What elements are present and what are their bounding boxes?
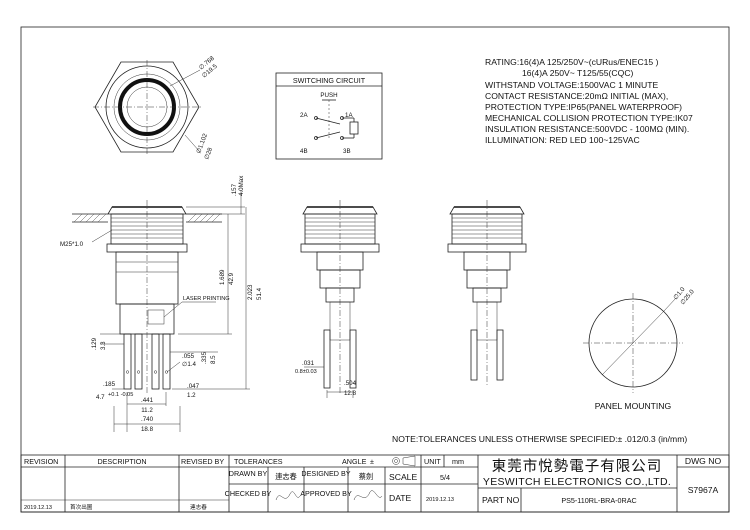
tb-description: DESCRIPTION: [97, 457, 146, 466]
circuit-4b: 4B: [300, 148, 308, 155]
front-view: M25*1.0 .157 4.0Max 1.689 42.9 2.023 51.…: [60, 175, 263, 433]
circuit-2a: 2A: [300, 112, 308, 119]
dim-t8: 4.7: [96, 394, 105, 401]
checked-signature: [275, 491, 301, 501]
laser-printing-label: LASER PRINTING: [183, 296, 230, 302]
spec-line-7: ILLUMINATION: RED LED 100~125VAC: [485, 135, 640, 145]
side-dim-s3: .504: [344, 380, 357, 387]
circuit-1a: 1A: [345, 112, 353, 119]
tb-revised-by: REVISED BY: [181, 457, 224, 466]
tb-unit-val: mm: [452, 457, 464, 466]
circuit-box: [275, 72, 383, 160]
contact-b: [315, 131, 341, 139]
leader-d3: [184, 134, 201, 153]
spec-line-3: CONTACT RESISTANCE:20mΩ INITIAL (MAX),: [485, 91, 668, 101]
tb-tolerances: TOLERANCES: [234, 457, 283, 466]
dim-w3: .740: [141, 416, 154, 423]
projection-symbol: [392, 457, 400, 465]
tb-designed-by: DESIGNED BY: [301, 469, 350, 478]
dim-h2: 4.0Max: [238, 175, 245, 196]
threaded-body: [110, 213, 184, 245]
dim-t3: .335: [201, 351, 208, 364]
tb-unit: UNIT: [424, 457, 441, 466]
dim-t6: ∅1.4: [182, 361, 197, 368]
tolerance-note: NOTE:TOLERANCES UNLESS OTHERWISE SPECIFI…: [392, 434, 687, 444]
tb-angle: ANGLE: [342, 457, 367, 466]
side-dim-s4: 12.8: [344, 390, 357, 397]
tb-revision: REVISION: [24, 457, 58, 466]
dim-w1: .441: [141, 397, 154, 404]
spec-line-0: RATING:16(4)A 125/250V~(cURus/ENEC15 ): [485, 57, 659, 67]
tb-drawn-name: 連志春: [275, 472, 297, 481]
tb-approved-by: APPROVED BY: [300, 489, 352, 498]
tb-date-val: 2019.12.13: [426, 497, 454, 503]
side-dim-s2: 0.8±0.03: [295, 369, 317, 375]
circuit-3b: 3B: [343, 148, 351, 155]
company-cn: 東莞市悅勢電子有限公司: [492, 458, 663, 475]
panel-mounting: ∅1.0 ∅25.0 PANEL MOUNTING: [583, 286, 696, 411]
contact-a: [315, 117, 341, 125]
tb-date: DATE: [389, 493, 412, 503]
top-view: ∅.768 ∅19.5 ∅1.102 ∅28: [93, 55, 219, 161]
panel-label: PANEL MOUNTING: [595, 401, 672, 411]
title-block: REVISION DESCRIPTION REVISED BY TOLERANC…: [20, 454, 730, 513]
dim-h6: 51.4: [256, 287, 263, 300]
tb-drawn-by: DRAWN BY: [229, 469, 268, 478]
dim-t8-tol: +0.1 -0.05: [108, 392, 133, 398]
tb-checked-by: CHECKED BY: [225, 489, 272, 498]
tb-scale-val: 5/4: [440, 473, 450, 482]
dim-t5: .055: [182, 353, 195, 360]
tb-designed-name: 蔡劍: [359, 472, 373, 481]
dim-w4: 18.8: [141, 426, 154, 433]
led-symbol: [349, 121, 359, 135]
dim-w2: 11.2: [141, 407, 153, 414]
dim-t1: .129: [91, 337, 98, 350]
side-dim-s1: .031: [302, 360, 315, 367]
dim-t10: 1.2: [187, 392, 196, 399]
spec-line-5: MECHANICAL COLLISION PROTECTION TYPE:IK0…: [485, 113, 693, 123]
tb-scale: SCALE: [389, 472, 417, 482]
leader-d1: [169, 69, 201, 87]
tb-dwg-no-label: DWG NO: [685, 456, 722, 466]
dim-h1: .157: [231, 183, 238, 196]
top-dim-d4: ∅28: [203, 146, 214, 160]
dim-h5: 2.023: [247, 284, 254, 300]
tb-rev-desc: 首次出圖: [70, 503, 93, 511]
tb-rev-by: 連志春: [190, 503, 207, 511]
circuit-title: SWITCHING CIRCUIT: [293, 76, 366, 85]
laser-mark-area: [147, 309, 165, 325]
dim-t9: .047: [187, 383, 200, 390]
spec-line-4: PROTECTION TYPE:IP65(PANEL WATERPROOF): [485, 102, 682, 112]
dim-t2: 3.3: [100, 341, 107, 350]
thread-label: M25*1.0: [60, 241, 84, 248]
dim-t4: 8.5: [210, 355, 217, 364]
rear-view: [447, 200, 527, 385]
dim-t7: .185: [103, 381, 116, 388]
dim-h4: 42.9: [228, 272, 235, 285]
tb-part-no-label: PART NO: [482, 495, 520, 505]
side-view: .031 0.8±0.03 .504 12.8: [295, 200, 380, 398]
tb-part-no: PS5-110RL-BRA-0RAC: [561, 496, 636, 505]
company-en: YESWITCH ELECTRONICS CO.,LTD.: [483, 476, 671, 488]
tb-rev-date: 2019.12.13: [24, 505, 52, 511]
approved-signature: [353, 490, 383, 501]
circuit-push-label: PUSH: [320, 92, 337, 99]
tb-dwg-no: S7967A: [688, 485, 719, 495]
dim-h3: 1.689: [219, 269, 226, 285]
terminals: [123, 333, 171, 390]
switching-circuit: SWITCHING CIRCUIT PUSH 2A 1A 4B 3B: [275, 72, 383, 160]
spec-line-2: WITHSTAND VOLTAGE:1500VAC 1 MINUTE: [485, 80, 658, 90]
spec-line-1: 16(4)A 250V~ T125/55(CQC): [522, 68, 634, 78]
panel-hatch: [72, 213, 222, 223]
spec-block: RATING:16(4)A 125/250V~(cURus/ENEC15 ) 1…: [485, 57, 693, 145]
tb-angle-val: ±: [370, 457, 374, 466]
spec-line-6: INSULATION RESISTANCE:500VDC - 100MΩ (MI…: [485, 124, 689, 134]
